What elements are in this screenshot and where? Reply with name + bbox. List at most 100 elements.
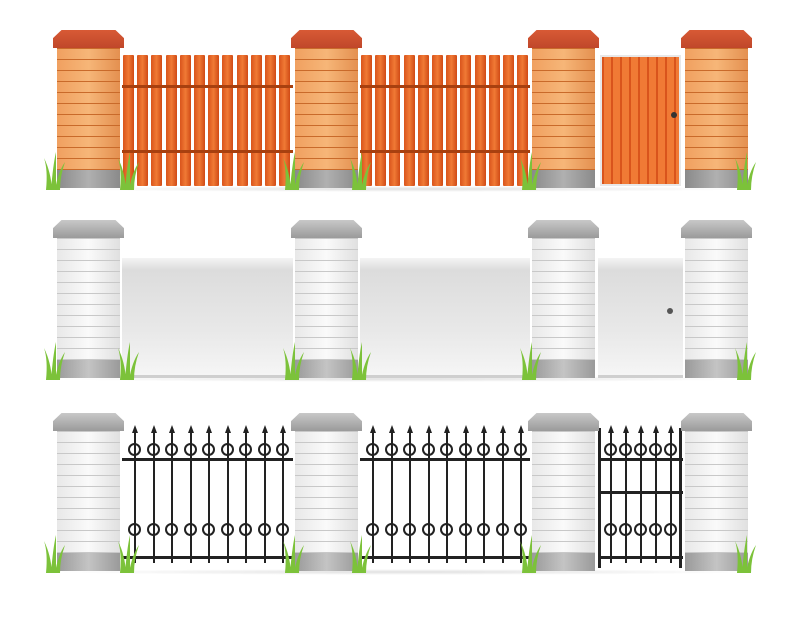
pillar-base	[57, 553, 120, 571]
pillar-bricks	[532, 431, 595, 553]
iron-bar	[446, 433, 448, 563]
pillar-base	[57, 360, 120, 378]
scroll-ornament	[514, 523, 527, 536]
pillar-bricks	[532, 238, 595, 360]
spear-tip-icon	[481, 425, 487, 433]
spear-tip-icon	[370, 425, 376, 433]
iron-bar	[208, 433, 210, 563]
scroll-ornament	[403, 443, 416, 456]
spear-tip-icon	[243, 425, 249, 433]
brick-pillar	[681, 413, 752, 571]
brick-pillar	[291, 30, 362, 188]
spear-tip-icon	[638, 425, 644, 433]
door-knob-icon	[667, 308, 673, 314]
grass-icon	[283, 340, 305, 380]
fence-plank	[208, 55, 220, 186]
scroll-ornament	[220, 523, 234, 536]
grass-icon	[44, 340, 66, 380]
iron-bar	[670, 433, 672, 563]
grass-icon	[350, 340, 372, 380]
scroll-ornament	[366, 443, 379, 456]
iron-bar	[134, 433, 136, 563]
scroll-ornament	[384, 523, 398, 536]
scroll-ornament	[202, 443, 215, 456]
scroll-ornament	[165, 443, 178, 456]
brick-pillar	[291, 220, 362, 378]
iron-bar	[427, 433, 430, 563]
iron-bar	[625, 433, 627, 563]
iron-bar	[245, 433, 247, 563]
spear-tip-icon	[608, 425, 614, 433]
pillar-cap	[53, 413, 124, 431]
brick-pillar	[53, 220, 124, 378]
spear-tip-icon	[653, 425, 659, 433]
pillar-cap	[53, 30, 124, 48]
fence-plank	[123, 55, 134, 186]
iron-bar	[520, 433, 522, 563]
fence-plank	[432, 55, 443, 186]
pillar-base	[685, 360, 748, 378]
iron-bar	[152, 433, 155, 563]
grass-icon	[118, 150, 140, 190]
scroll-ornament	[128, 523, 141, 536]
grass-icon	[350, 150, 372, 190]
scroll-ornament	[257, 523, 271, 536]
pillar-base	[57, 170, 120, 188]
fence-rail	[360, 150, 530, 153]
pillar-cap	[681, 30, 752, 48]
iron-bar	[501, 433, 504, 563]
scroll-ornament	[165, 523, 178, 536]
gate-post	[679, 428, 682, 568]
fence-rail	[122, 85, 293, 88]
iron-rail	[598, 491, 683, 494]
scroll-ornament	[421, 523, 435, 536]
pillar-bricks	[57, 238, 120, 360]
iron-rail	[360, 458, 530, 461]
pillar-cap	[681, 413, 752, 431]
grass-icon	[283, 150, 305, 190]
iron-bar	[610, 433, 612, 563]
pillar-cap	[291, 220, 362, 238]
pillar-cap	[681, 220, 752, 238]
scroll-ornament	[276, 443, 289, 456]
grass-icon	[283, 533, 305, 573]
scroll-ornament	[276, 523, 289, 536]
pillar-base	[295, 553, 358, 571]
fence-rail	[360, 85, 530, 88]
pillar-base	[295, 170, 358, 188]
spear-tip-icon	[499, 425, 506, 433]
scroll-ornament	[619, 523, 632, 536]
fence-plank	[151, 55, 163, 186]
scroll-ornament	[183, 523, 197, 536]
scroll-ornament	[146, 443, 160, 456]
spear-tip-icon	[518, 425, 524, 433]
scroll-ornament	[366, 523, 379, 536]
scroll-ornament	[421, 443, 435, 456]
scroll-ornament	[664, 523, 677, 536]
gate-panel	[598, 255, 683, 378]
fence-plank	[361, 55, 372, 186]
spear-tip-icon	[169, 425, 175, 433]
fence-plank	[460, 55, 472, 186]
fence-plank	[179, 55, 191, 186]
fence-plank	[222, 55, 234, 186]
spear-tip-icon	[206, 425, 212, 433]
pillar-cap	[528, 220, 599, 238]
scroll-ornament	[619, 443, 632, 456]
pillar-bricks	[532, 48, 595, 170]
brick-pillar	[528, 413, 599, 571]
iron-bar	[390, 433, 393, 563]
fence-plank	[194, 55, 205, 186]
ground-shadow	[50, 186, 760, 192]
fence-plank	[137, 55, 149, 186]
iron-bar	[282, 433, 284, 563]
ground-shadow	[50, 569, 760, 575]
scroll-ornament	[128, 443, 141, 456]
grass-icon	[118, 340, 140, 380]
scroll-ornament	[604, 523, 617, 536]
wall-panel	[360, 255, 530, 378]
spear-tip-icon	[132, 425, 138, 433]
grass-icon	[735, 150, 757, 190]
scroll-ornament	[649, 443, 662, 456]
